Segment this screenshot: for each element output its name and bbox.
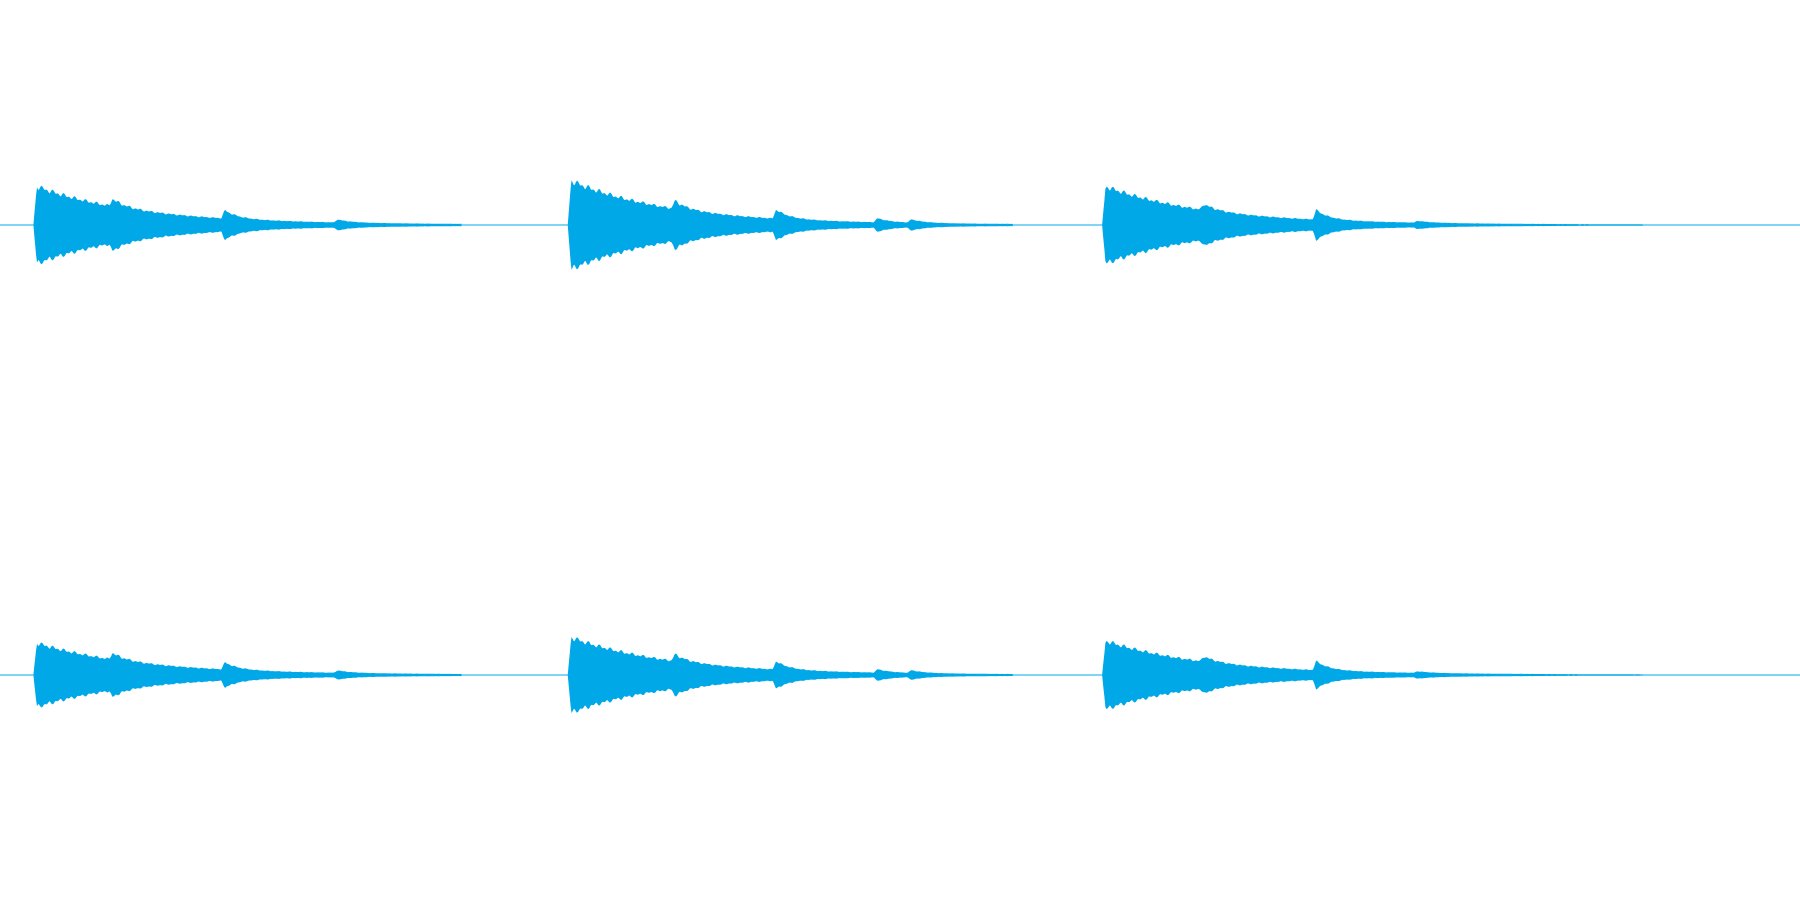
channel-1 [0,180,1800,270]
channel-2-burst-2 [567,637,1013,713]
channel-1-burst-2 [567,180,1013,270]
channels-group [0,180,1800,713]
channel-2-burst-1 [33,642,462,708]
channel-2 [0,637,1800,713]
channel-2-burst-3 [1102,640,1643,710]
channel-1-burst-1 [33,185,462,265]
channel-1-burst-3 [1102,186,1643,264]
